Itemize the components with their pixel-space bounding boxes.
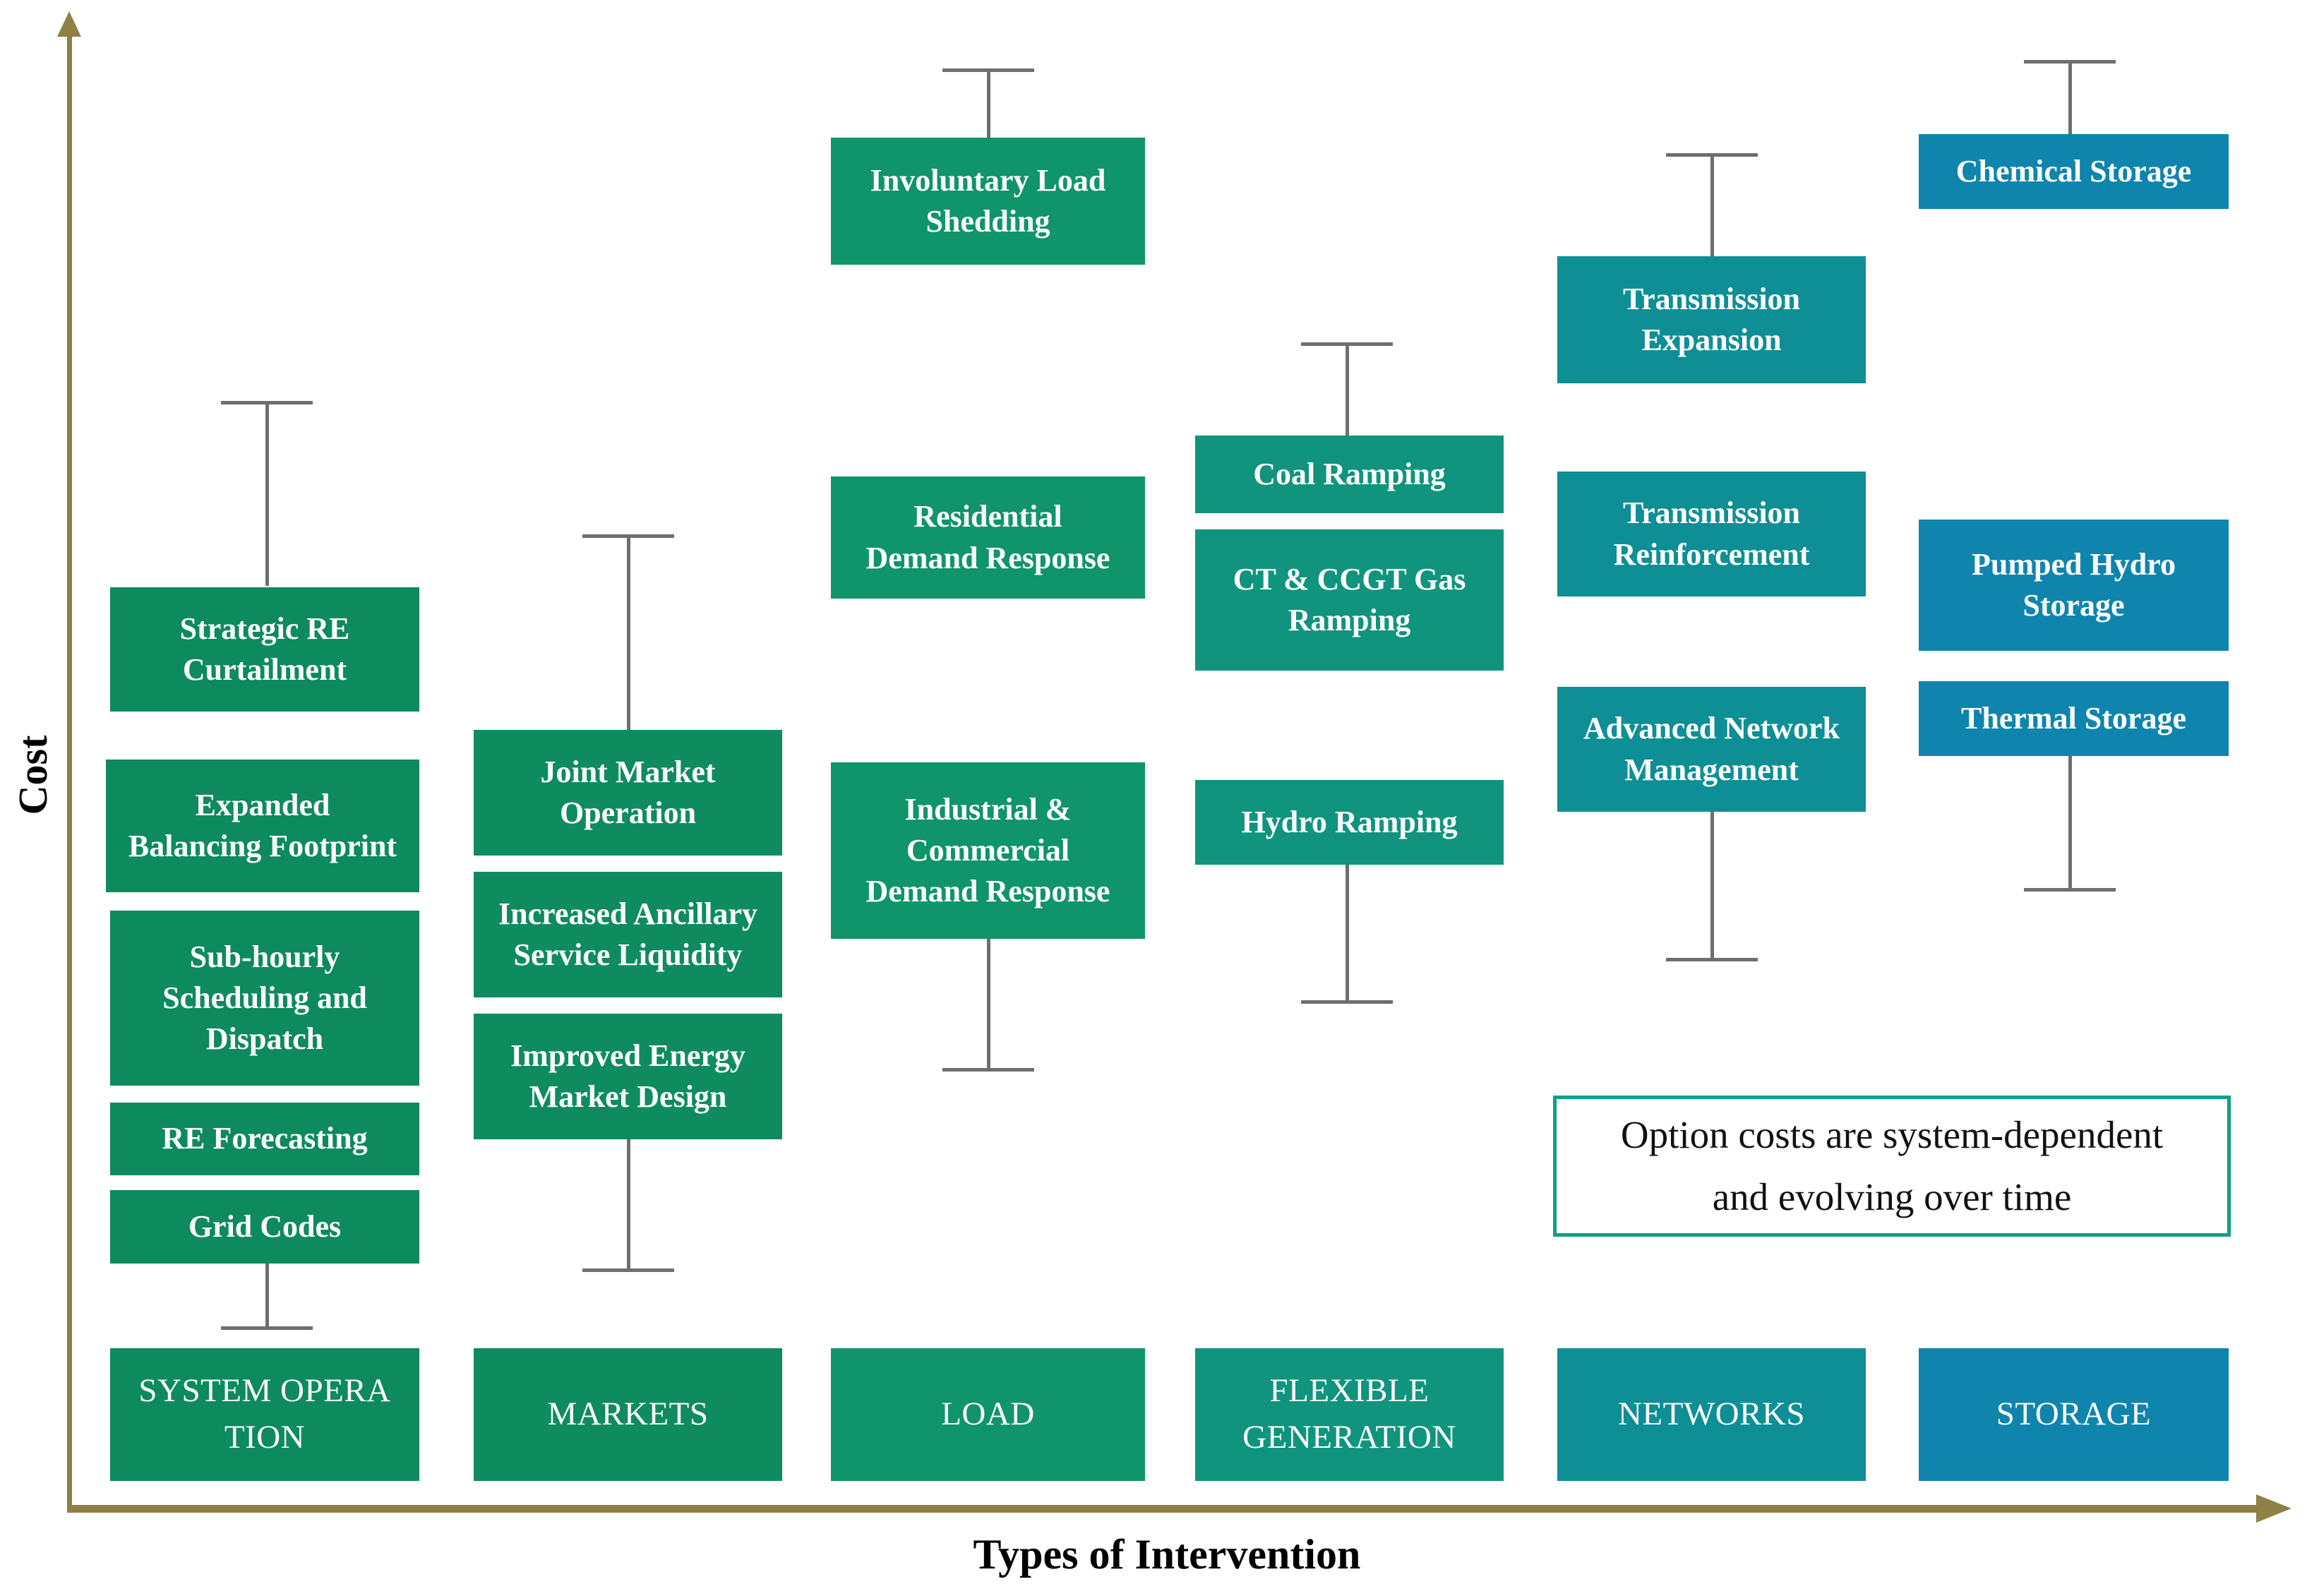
option-box-involuntary-load-shedding: Involuntary Load Shedding: [831, 138, 1145, 265]
option-box-improved-energy-market-design: Improved Energy Market Design: [474, 1014, 782, 1139]
y-axis-line: [67, 35, 72, 1513]
errorbar-cap: [1666, 958, 1758, 961]
errorbar-stem: [987, 939, 990, 1070]
errorbar-stem: [265, 401, 269, 586]
option-box-subhourly-scheduling-dispatch: Sub-hourly Scheduling and Dispatch: [110, 911, 419, 1086]
x-axis-line: [67, 1505, 2259, 1513]
category-box-markets: MARKETS: [474, 1348, 782, 1481]
option-box-transmission-reinforcement: Transmission Reinforcement: [1557, 472, 1866, 596]
errorbar-stem: [1710, 812, 1714, 960]
option-box-ct-ccgt-gas-ramping: CT & CCGT Gas Ramping: [1195, 529, 1504, 671]
option-box-expanded-balancing-footprint: Expanded Balancing Footprint: [106, 760, 419, 892]
category-box-flexible-generation: FLEXIBLE GENERATION: [1195, 1348, 1504, 1481]
errorbar-cap: [582, 1268, 674, 1272]
option-box-coal-ramping: Coal Ramping: [1195, 436, 1504, 513]
category-box-system-operation: SYSTEM OPERA TION: [110, 1348, 419, 1481]
y-axis-arrowhead-icon: [57, 11, 81, 37]
errorbar-stem: [627, 1139, 630, 1271]
category-box-load: LOAD: [831, 1348, 1145, 1481]
option-box-hydro-ramping: Hydro Ramping: [1195, 780, 1504, 865]
errorbar-cap: [1301, 1000, 1393, 1004]
option-box-chemical-storage: Chemical Storage: [1919, 134, 2229, 209]
errorbar-stem: [265, 1264, 269, 1328]
errorbar-stem: [987, 68, 990, 138]
errorbar-stem: [1346, 865, 1349, 1002]
errorbar-cap: [2024, 888, 2116, 892]
note-box: Option costs are system-dependent and ev…: [1553, 1096, 2231, 1237]
errorbar-cap: [221, 1326, 313, 1330]
x-axis-title: Types of Intervention: [973, 1531, 1361, 1578]
category-box-storage: STORAGE: [1919, 1348, 2229, 1481]
errorbar-stem: [627, 534, 630, 730]
option-box-increased-ancillary-service-liquidity: Increased Ancillary Service Liquidity: [474, 872, 782, 997]
option-box-advanced-network-management: Advanced Network Management: [1557, 687, 1866, 812]
x-axis-arrowhead-icon: [2256, 1494, 2291, 1523]
y-axis-title: Cost: [10, 735, 56, 815]
errorbar-cap: [942, 1068, 1034, 1072]
option-box-industrial-commercial-demand-response: Industrial & Commercial Demand Response: [831, 762, 1145, 939]
option-box-re-forecasting: RE Forecasting: [110, 1103, 419, 1175]
errorbar-stem: [1346, 342, 1349, 436]
option-box-strategic-re-curtailment: Strategic RE Curtailment: [110, 587, 419, 712]
errorbar-stem: [1710, 153, 1714, 256]
option-box-thermal-storage: Thermal Storage: [1919, 681, 2229, 756]
category-box-networks: NETWORKS: [1557, 1348, 1866, 1481]
option-box-joint-market-operation: Joint Market Operation: [474, 730, 782, 856]
option-box-grid-codes: Grid Codes: [110, 1190, 419, 1264]
errorbar-stem: [2068, 60, 2072, 134]
option-box-residential-demand-response: Residential Demand Response: [831, 476, 1145, 599]
errorbar-stem: [2068, 756, 2072, 890]
option-box-pumped-hydro-storage: Pumped Hydro Storage: [1919, 520, 2229, 651]
option-box-transmission-expansion: Transmission Expansion: [1557, 256, 1866, 383]
